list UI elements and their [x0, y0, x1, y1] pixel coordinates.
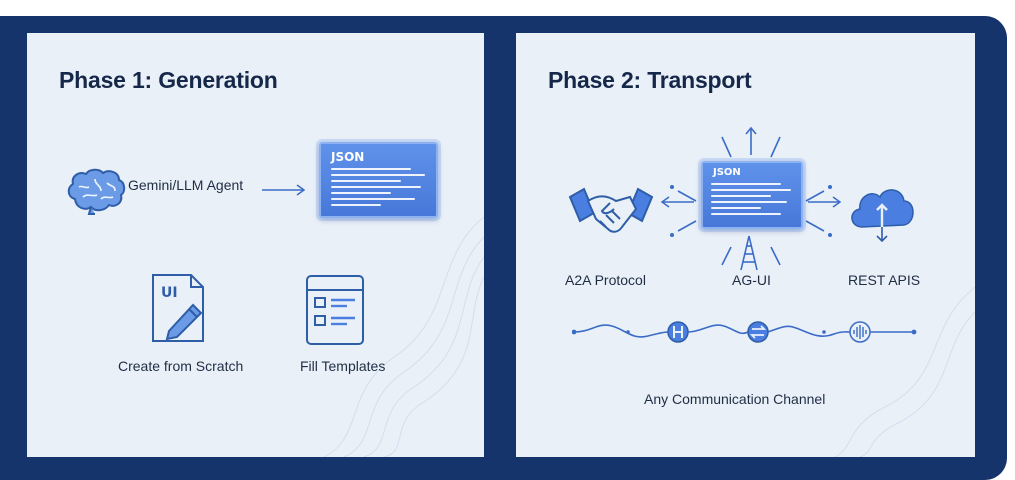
antenna-icon — [740, 235, 758, 271]
ag-ui-label: AG-UI — [732, 272, 771, 288]
cloud-sync-icon — [851, 189, 914, 243]
template-icon — [306, 275, 364, 345]
broadcast-rays — [670, 126, 832, 266]
a2a-protocol-label: A2A Protocol — [565, 272, 646, 288]
rest-apis-label: REST APIS — [848, 272, 921, 288]
json-card-label: JSON — [331, 150, 365, 164]
any-communication-channel-label: Any Communication Channel — [644, 391, 826, 407]
background-waves — [834, 286, 975, 457]
brain-icon — [67, 168, 126, 215]
document-pencil-icon: UI — [152, 274, 204, 342]
fill-templates-label: Fill Templates — [300, 358, 386, 374]
page-title: Phase 1: Generation — [59, 67, 278, 93]
background-waves — [323, 216, 484, 457]
create-from-scratch-label: Create from Scratch — [118, 358, 244, 374]
ui-doc-label: UI — [161, 285, 178, 301]
handshake-icon — [568, 187, 654, 233]
agent-label: Gemini/LLM Agent — [128, 177, 244, 193]
arrow-right-icon — [808, 196, 842, 208]
arrow-right-icon — [262, 184, 306, 196]
json-card-icon: JSON — [701, 161, 803, 229]
phase1-panel: Phase 1: Generation Gemini/LLM Agent JSO… — [27, 33, 484, 457]
page-title: Phase 2: Transport — [548, 67, 752, 93]
arrow-left-icon — [660, 196, 694, 208]
json-card-label: JSON — [713, 167, 741, 178]
phase2-panel: Phase 2: Transport JSON — [516, 33, 975, 457]
json-card-icon: JSON — [319, 142, 438, 218]
signal-wave-icon — [572, 321, 917, 343]
